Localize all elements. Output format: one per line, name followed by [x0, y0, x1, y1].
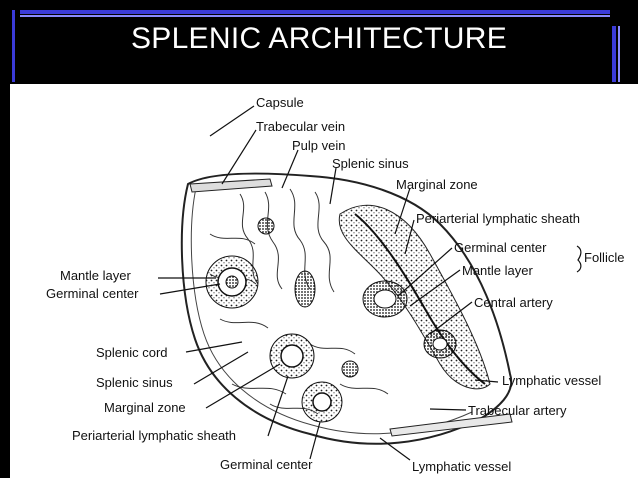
- label-splenic-sinus-top: Splenic sinus: [332, 156, 409, 171]
- label-splenic-sinus-left: Splenic sinus: [96, 375, 173, 390]
- label-marginal-zone-left: Marginal zone: [104, 400, 186, 415]
- trabecular-vein-shape: [189, 178, 273, 193]
- label-marginal-zone-top: Marginal zone: [396, 177, 478, 192]
- label-mantle-layer-left: Mantle layer: [60, 268, 131, 283]
- label-trabecular-artery: Trabecular artery: [468, 403, 567, 418]
- label-follicle: Follicle: [584, 250, 625, 265]
- label-mantle-layer-right: Mantle layer: [462, 263, 533, 278]
- right-accent-bar-light: [618, 26, 620, 82]
- left-accent-bar: [12, 10, 15, 82]
- trabecular-artery-shape: [389, 413, 513, 437]
- leader-lines: [158, 105, 582, 461]
- label-splenic-cord: Splenic cord: [96, 345, 168, 360]
- label-trabecular-vein: Trabecular vein: [256, 119, 346, 134]
- label-lymphatic-vessel-right: Lymphatic vessel: [502, 373, 602, 388]
- label-lymphatic-vessel-bottom: Lymphatic vessel: [412, 459, 512, 474]
- label-germinal-center-left: Germinal center: [46, 286, 139, 301]
- label-pals-right: Periarterial lymphatic sheath: [416, 211, 581, 226]
- label-capsule: Capsule: [256, 95, 304, 110]
- top-accent-bar-light: [20, 15, 610, 17]
- capsule-outline: [180, 172, 513, 445]
- spleen-drawing: [158, 105, 582, 461]
- follicle-right: [362, 280, 457, 359]
- top-accent-bar: [20, 10, 610, 14]
- spleen-diagram: Capsule Trabecular vein Pulp vein Spleni…: [10, 84, 638, 478]
- pals-band: [338, 204, 491, 390]
- label-pals-left: Periarterial lymphatic sheath: [72, 428, 237, 443]
- slide-title: SPLENIC ARCHITECTURE: [130, 22, 508, 55]
- label-pulp-vein: Pulp vein: [292, 138, 346, 153]
- label-germinal-center-bottom: Germinal center: [220, 457, 313, 472]
- follicle-lower: [257, 217, 359, 423]
- label-central-artery: Central artery: [474, 295, 553, 310]
- right-accent-bar: [612, 26, 616, 82]
- central-artery-line: [354, 213, 486, 385]
- label-germinal-center-right: Germinal center: [454, 240, 547, 255]
- follicle-left: [205, 255, 259, 309]
